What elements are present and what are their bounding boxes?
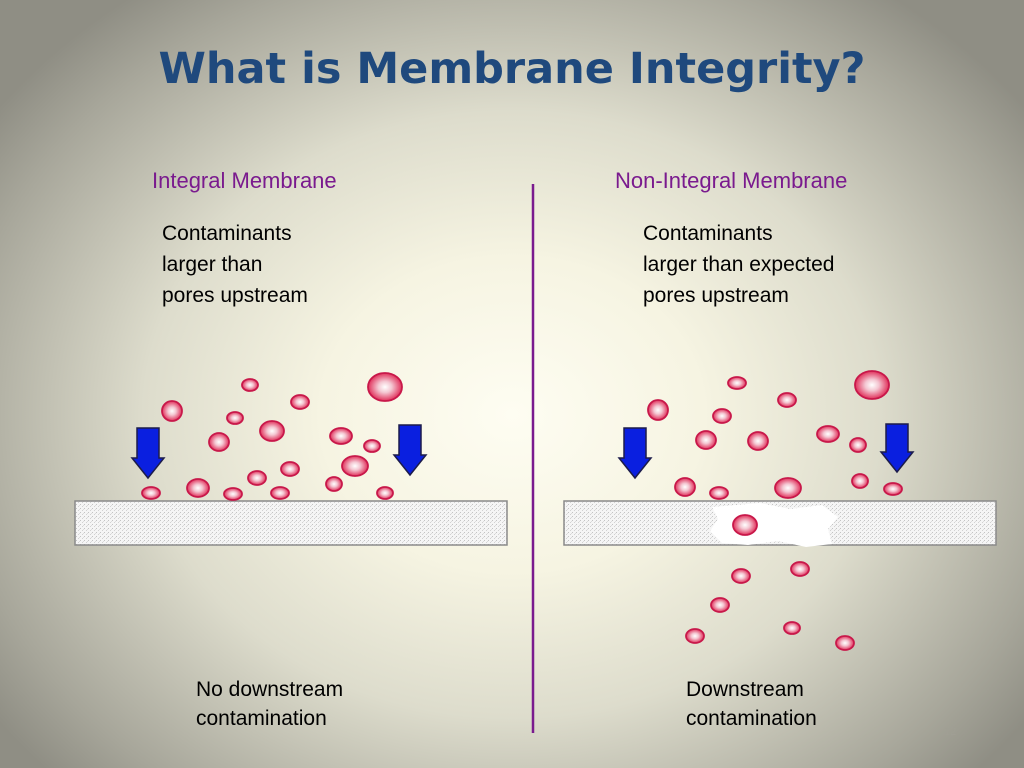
- particle: [709, 486, 729, 500]
- particle: [783, 621, 801, 635]
- non-integral-upstream-particles: [647, 370, 903, 500]
- particle: [883, 482, 903, 496]
- particle: [341, 455, 369, 477]
- particle: [712, 408, 732, 424]
- particle: [685, 628, 705, 644]
- integral-description-line: pores upstream: [162, 284, 308, 307]
- integral-caption-line: No downstream: [196, 678, 344, 701]
- left-flow-arrow-1: [130, 427, 166, 480]
- slide-number: 12: [944, 726, 957, 738]
- particle: [777, 392, 797, 408]
- particle: [241, 378, 259, 392]
- particle: [329, 427, 353, 445]
- particle: [223, 487, 243, 501]
- particle: [280, 461, 300, 477]
- particle: [849, 437, 867, 453]
- breach-particle: [732, 514, 758, 536]
- particle: [647, 399, 669, 421]
- particle: [747, 431, 769, 451]
- particle: [774, 477, 802, 499]
- particle: [854, 370, 890, 400]
- integral-caption-line: contamination: [196, 707, 327, 730]
- particle: [851, 473, 869, 489]
- particle: [363, 439, 381, 453]
- left-flow-arrow-2: [392, 424, 428, 477]
- particle: [208, 432, 230, 452]
- particle: [141, 486, 161, 500]
- integral-upstream-particles: [141, 372, 403, 501]
- particle: [259, 420, 285, 442]
- membrane-breach: [710, 503, 838, 547]
- downstream-particles: [685, 561, 855, 651]
- right-flow-arrow-1: [617, 427, 653, 480]
- particle: [731, 568, 751, 584]
- non-integral-description-line: pores upstream: [643, 284, 789, 307]
- particle: [790, 561, 810, 577]
- particle: [247, 470, 267, 486]
- particle: [376, 486, 394, 500]
- slide-title: What is Membrane Integrity?: [158, 44, 866, 94]
- integral-description: Contaminants larger than pores upstream: [162, 218, 308, 311]
- particle: [367, 372, 403, 402]
- non-integral-description: Contaminants larger than expected pores …: [643, 218, 834, 311]
- integral-membrane: [74, 500, 508, 546]
- integral-membrane-heading: Integral Membrane: [152, 168, 337, 193]
- particle: [325, 476, 343, 492]
- particle: [674, 477, 696, 497]
- integral-caption: No downstream contamination: [196, 675, 343, 733]
- particle: [710, 597, 730, 613]
- non-integral-description-line: larger than expected: [643, 253, 835, 276]
- particle: [727, 376, 747, 390]
- right-flow-arrow-2: [879, 423, 915, 474]
- non-integral-caption-line: contamination: [686, 707, 817, 730]
- non-integral-caption-line: Downstream: [686, 678, 804, 701]
- particle: [290, 394, 310, 410]
- particle: [161, 400, 183, 422]
- particle: [226, 411, 244, 425]
- particle: [270, 486, 290, 500]
- non-integral-membrane-heading: Non-Integral Membrane: [615, 168, 848, 193]
- particle: [816, 425, 840, 443]
- integral-description-line: Contaminants: [162, 222, 292, 245]
- particle: [835, 635, 855, 651]
- particle: [695, 430, 717, 450]
- particle: [186, 478, 210, 498]
- non-integral-description-line: Contaminants: [643, 222, 773, 245]
- integral-description-line: larger than: [162, 253, 263, 276]
- non-integral-caption: Downstream contamination: [686, 675, 817, 733]
